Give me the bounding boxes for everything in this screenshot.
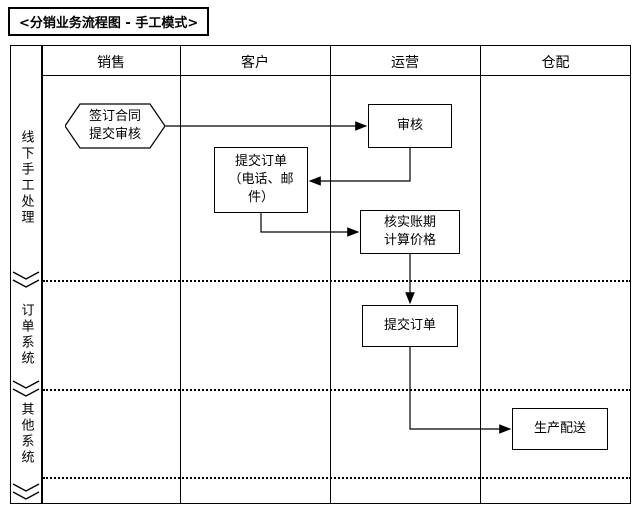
column-divider bbox=[180, 45, 181, 504]
column-divider bbox=[480, 45, 481, 504]
node-verify-price-line1: 核实账期 bbox=[383, 214, 436, 230]
lane-separator-dashed bbox=[43, 389, 631, 391]
diagram-title: <分销业务流程图 - 手工模式> bbox=[8, 7, 210, 36]
node-verify-price: 核实账期 计算价格 bbox=[360, 210, 460, 254]
lane-strip bbox=[10, 45, 42, 504]
node-production-delivery: 生产配送 bbox=[512, 408, 608, 450]
node-sign-contract-line1: 签订合同 bbox=[88, 108, 141, 124]
lane-break-chevron-icon bbox=[12, 380, 40, 397]
node-sign-contract-line2: 提交审核 bbox=[88, 127, 141, 142]
node-customer-order-line3: 件） bbox=[247, 190, 274, 206]
node-production-delivery-label: 生产配送 bbox=[533, 420, 586, 436]
lane-label-order-system: 订单系统 bbox=[18, 303, 34, 367]
lane-break-chevron-icon bbox=[12, 271, 40, 288]
node-verify-price-line2: 计算价格 bbox=[383, 233, 436, 248]
column-header-customer: 客户 bbox=[241, 55, 269, 71]
node-customer-order-line1: 提交订单 bbox=[234, 153, 287, 169]
hexagon-shape bbox=[65, 103, 165, 149]
node-sign-contract: 签订合同 提交审核 bbox=[65, 103, 165, 149]
swimlane-frame bbox=[42, 45, 631, 504]
column-header-operations: 运营 bbox=[391, 55, 419, 71]
node-submit-order: 提交订单 bbox=[362, 305, 458, 347]
column-header-sales: 销售 bbox=[97, 55, 125, 71]
node-review: 审核 bbox=[368, 104, 452, 148]
node-review-label: 审核 bbox=[396, 117, 423, 133]
lane-label-other-system: 其他系统 bbox=[18, 401, 34, 466]
lane-label-offline-manual: 线下手工处理 bbox=[18, 130, 34, 226]
node-customer-order-line2: （电话、邮 bbox=[228, 171, 294, 187]
lane-separator-dashed bbox=[43, 280, 631, 282]
lane-separator-dashed bbox=[43, 477, 631, 479]
column-divider bbox=[330, 45, 331, 504]
node-submit-order-label: 提交订单 bbox=[383, 317, 436, 333]
header-divider bbox=[42, 75, 631, 76]
lane-break-chevron-icon bbox=[12, 483, 40, 500]
column-header-warehouse: 仓配 bbox=[541, 55, 570, 71]
node-customer-order: 提交订单 （电话、邮 件） bbox=[214, 147, 308, 213]
